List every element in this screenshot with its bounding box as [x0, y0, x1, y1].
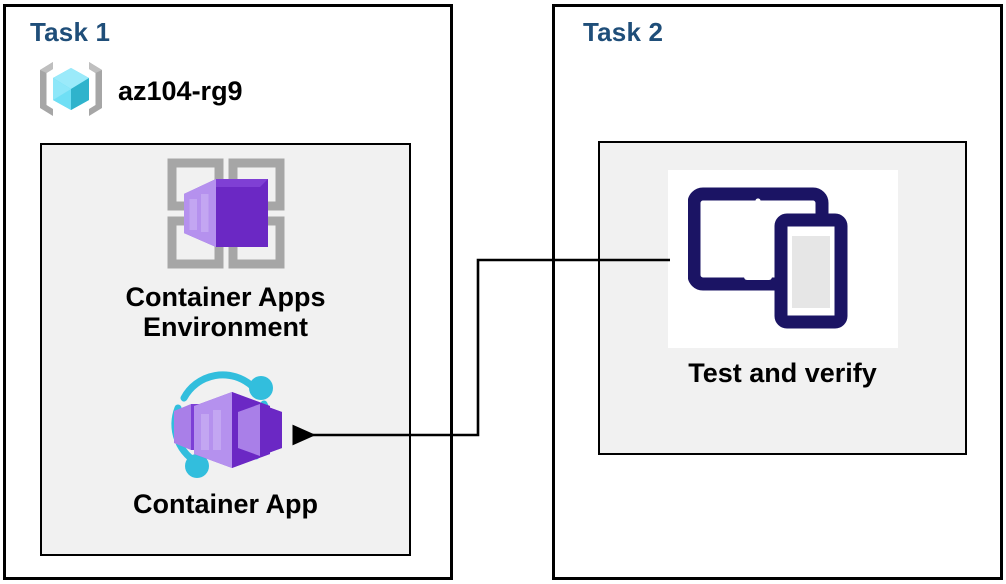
node-container-app: Container App [40, 368, 411, 519]
node-container-apps-environment: Container Apps Environment [40, 155, 411, 342]
container-apps-environment-icon [156, 155, 296, 278]
resource-group-label: az104-rg9 [118, 76, 243, 106]
devices-test-verify-icon [687, 184, 878, 334]
resource-group-row: az104-rg9 [36, 58, 243, 125]
task-1-title: Task 1 [30, 17, 111, 47]
container-app-icon [160, 368, 292, 485]
node-label-container-apps-environment: Container Apps Environment [125, 282, 326, 343]
node-label-test-and-verify: Test and verify [688, 358, 877, 388]
task-2-title: Task 2 [583, 17, 664, 47]
node-test-and-verify: Test and verify [598, 170, 967, 389]
node-label-container-app: Container App [133, 489, 318, 519]
azure-resource-group-icon [36, 58, 106, 125]
test-and-verify-icon-panel [667, 170, 898, 348]
